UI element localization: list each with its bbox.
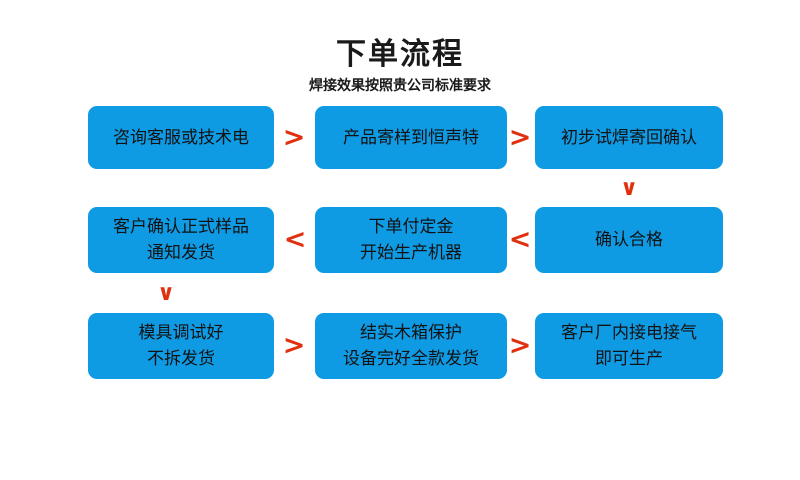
flow-node-line: 客户确认正式样品 [113, 217, 249, 237]
flow-node-onsite-power-gas-ready[interactable]: 客户厂内接电接气 即可生产 [535, 313, 723, 379]
flow-node-confirm-qualified[interactable]: 确认合格 [535, 207, 723, 273]
arrow-right-icon: > [508, 330, 532, 361]
flow-node-line: 下单付定金 [368, 217, 454, 237]
flow-node-line: 结实木箱保护 [360, 323, 462, 343]
flow-node-line: 产品寄样到恒声特 [343, 127, 479, 148]
flow-node-line: 初步试焊寄回确认 [561, 127, 697, 148]
arrow-down-icon: ∨ [157, 281, 175, 306]
flow-node-line: 模具调试好 [138, 323, 224, 343]
flow-node-wooden-crate-shipping[interactable]: 结实木箱保护 设备完好全款发货 [315, 313, 507, 379]
flow-node-send-sample[interactable]: 产品寄样到恒声特 [315, 106, 507, 169]
arrow-down-icon: ∨ [620, 176, 638, 201]
page-subtitle: 焊接效果按照贵公司标准要求 [309, 78, 491, 94]
arrow-left-icon: < [508, 224, 532, 255]
flow-node-line: 设备完好全款发货 [343, 349, 479, 369]
flow-node-line: 确认合格 [595, 230, 663, 250]
arrow-right-icon: > [282, 122, 306, 153]
page-title: 下单流程 [336, 37, 464, 72]
flow-node-line: 不拆发货 [147, 349, 215, 369]
flow-node-line: 客户厂内接电接气 [561, 323, 697, 343]
arrow-right-icon: > [508, 122, 532, 153]
flow-node-consult-service[interactable]: 咨询客服或技术电 [88, 106, 274, 169]
flow-node-line: 通知发货 [147, 243, 215, 263]
flow-node-mold-tested-no-disassemble[interactable]: 模具调试好 不拆发货 [88, 313, 274, 379]
flow-node-trial-weld-return[interactable]: 初步试焊寄回确认 [535, 106, 723, 169]
arrow-left-icon: < [283, 224, 307, 255]
flow-node-line: 即可生产 [595, 349, 663, 369]
flow-node-customer-confirm-sample[interactable]: 客户确认正式样品 通知发货 [88, 207, 274, 273]
arrow-right-icon: > [282, 330, 306, 361]
flow-node-order-deposit-production[interactable]: 下单付定金 开始生产机器 [315, 207, 507, 273]
flow-node-line: 开始生产机器 [360, 243, 462, 263]
flow-node-line: 咨询客服或技术电 [113, 127, 249, 148]
